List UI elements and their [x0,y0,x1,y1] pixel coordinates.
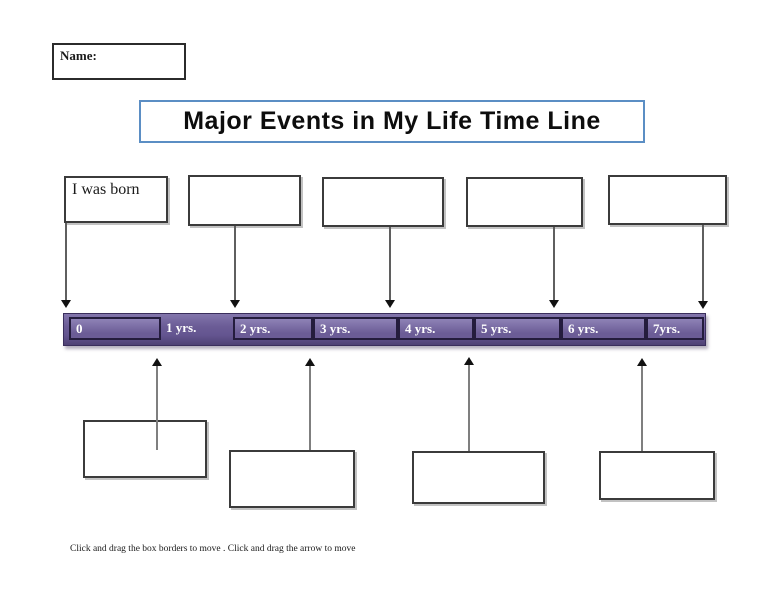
timeline-cell-3yrs[interactable]: 3 yrs. [313,317,398,340]
event-box-top-3-label [324,179,442,182]
footer-instruction: Click and drag the box borders to move .… [70,544,356,554]
down-arrow-3-line [389,227,391,301]
up-arrow-3[interactable] [464,357,474,451]
event-box-top-5-label [610,177,725,180]
down-arrow-1-line [65,223,67,301]
up-arrow-2-head-icon [305,358,315,366]
event-box-bottom-1-label [85,422,205,425]
name-field-box[interactable]: Name: [52,43,186,80]
event-box-bottom-3-label [414,453,543,456]
down-arrow-2-head-icon [230,300,240,308]
up-arrow-4-line [641,365,643,451]
down-arrow-5-head-icon [698,301,708,309]
event-box-top-2[interactable] [188,175,301,226]
up-arrow-2-line [309,365,311,450]
name-label: Name: [60,48,97,63]
up-arrow-1[interactable] [152,358,162,450]
up-arrow-2[interactable] [305,358,315,450]
up-arrow-3-head-icon [464,357,474,365]
timeline-cell-7yrs[interactable]: 7yrs. [646,317,704,340]
down-arrow-3-head-icon [385,300,395,308]
event-box-bottom-3[interactable] [412,451,545,504]
down-arrow-5-line [702,225,704,302]
down-arrow-1[interactable] [61,223,71,308]
event-box-top-4-label [468,179,581,182]
event-box-bottom-4[interactable] [599,451,715,500]
up-arrow-4-head-icon [637,358,647,366]
up-arrow-1-line [156,365,158,450]
timeline-cell-2yrs[interactable]: 2 yrs. [233,317,313,340]
event-box-bottom-2-label [231,452,353,455]
timeline-cell-4yrs[interactable]: 4 yrs. [398,317,474,340]
event-box-top-1[interactable]: I was born [64,176,168,223]
event-box-top-4[interactable] [466,177,583,227]
timeline-bar: 0 1 yrs. 2 yrs. 3 yrs. 4 yrs. 5 yrs. 6 y… [63,313,706,346]
event-box-top-2-label [190,177,299,180]
down-arrow-4[interactable] [549,227,559,308]
down-arrow-4-line [553,227,555,301]
event-box-top-5[interactable] [608,175,727,225]
page-title: Major Events in My Life Time Line [183,107,601,135]
down-arrow-4-head-icon [549,300,559,308]
timeline-cell-5yrs[interactable]: 5 yrs. [474,317,561,340]
down-arrow-2-line [234,226,236,301]
down-arrow-3[interactable] [385,227,395,308]
down-arrow-2[interactable] [230,226,240,308]
timeline-label-1yrs[interactable]: 1 yrs. [166,320,197,335]
up-arrow-4[interactable] [637,358,647,451]
up-arrow-3-line [468,364,470,451]
timeline-cell-0[interactable]: 0 [69,317,161,340]
down-arrow-1-head-icon [61,300,71,308]
event-box-top-1-label: I was born [72,181,140,198]
title-box: Major Events in My Life Time Line [139,100,645,143]
event-box-top-3[interactable] [322,177,444,227]
down-arrow-5[interactable] [698,225,708,309]
event-box-bottom-1[interactable] [83,420,207,478]
event-box-bottom-4-label [601,453,713,456]
up-arrow-1-head-icon [152,358,162,366]
timeline-cell-6yrs[interactable]: 6 yrs. [561,317,646,340]
event-box-bottom-2[interactable] [229,450,355,508]
